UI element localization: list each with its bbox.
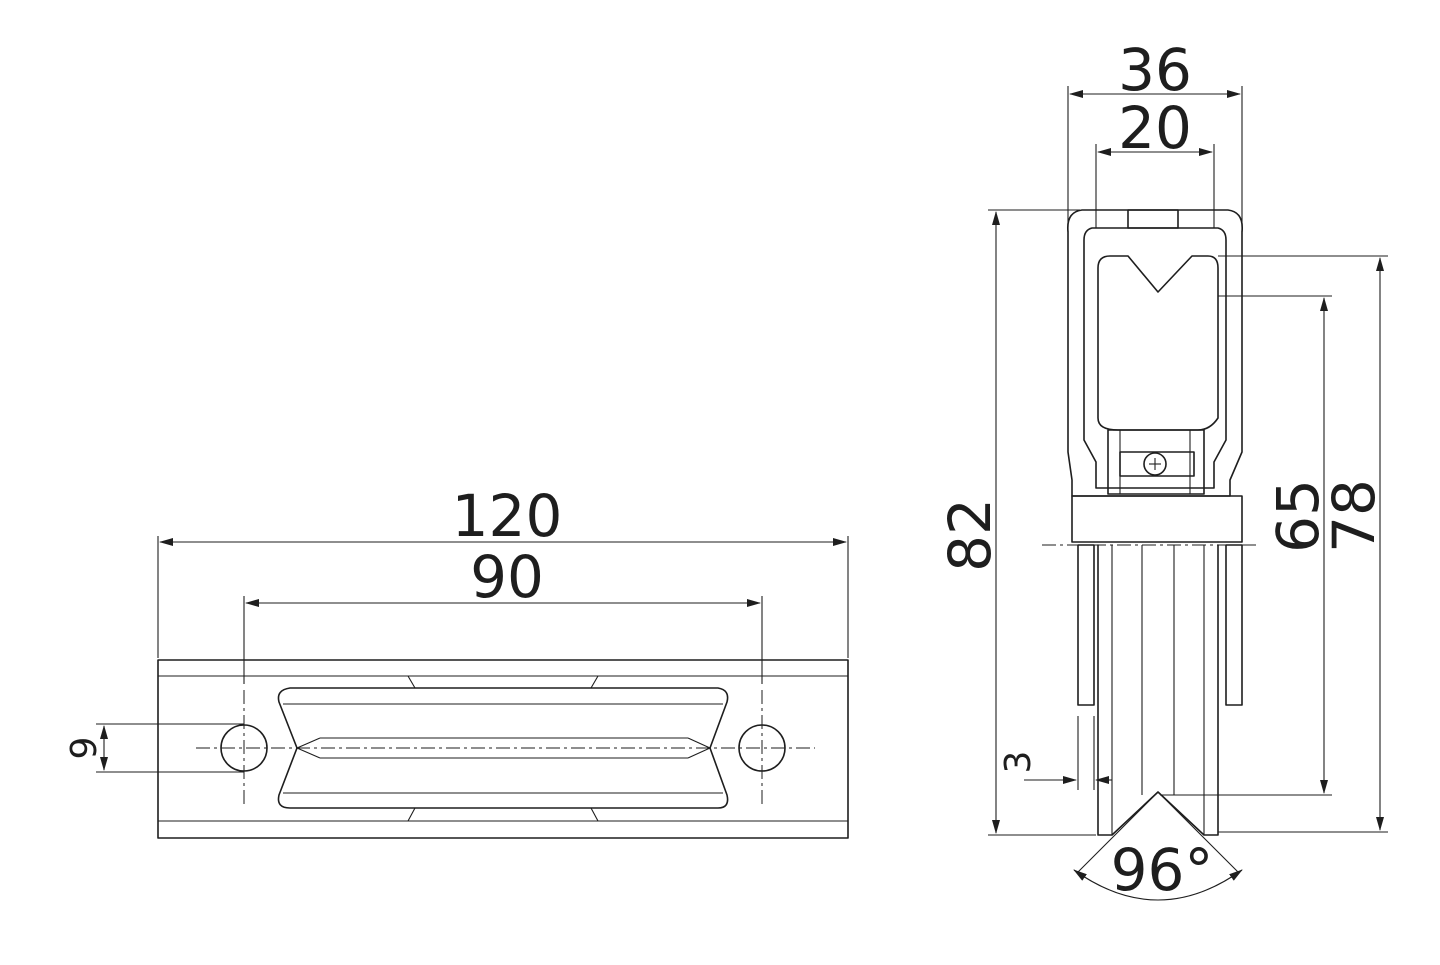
bearing-section — [1107, 429, 1205, 495]
dim-arc-groove-angle — [1073, 869, 1243, 901]
front-plate-outline — [157, 659, 849, 839]
front-wheel-profile — [277, 687, 729, 809]
mounting-plate — [1077, 544, 1095, 706]
dim-total-height: 82 — [936, 498, 1004, 572]
dim-hole-spacing: 90 — [470, 543, 544, 611]
axle-flange — [1071, 495, 1243, 543]
dim-overall-length: 120 — [452, 482, 563, 550]
bearing-ball — [1143, 452, 1167, 476]
dim-height-b: 78 — [1320, 479, 1388, 553]
wheel-section — [1097, 255, 1219, 431]
dim-inner-width: 20 — [1118, 94, 1192, 162]
front-view: 120 90 9 — [64, 482, 849, 839]
dim-outer-width: 36 — [1118, 36, 1192, 104]
dim-plate-thickness: 3 — [998, 751, 1039, 774]
dim-height-a: 65 — [1264, 479, 1332, 553]
dim-groove-angle: 96° — [1111, 836, 1214, 904]
dim-hole-offset: 9 — [64, 737, 105, 760]
side-view: 36 20 82 65 78 3 96° — [936, 36, 1388, 904]
lower-wheel — [1097, 544, 1219, 836]
